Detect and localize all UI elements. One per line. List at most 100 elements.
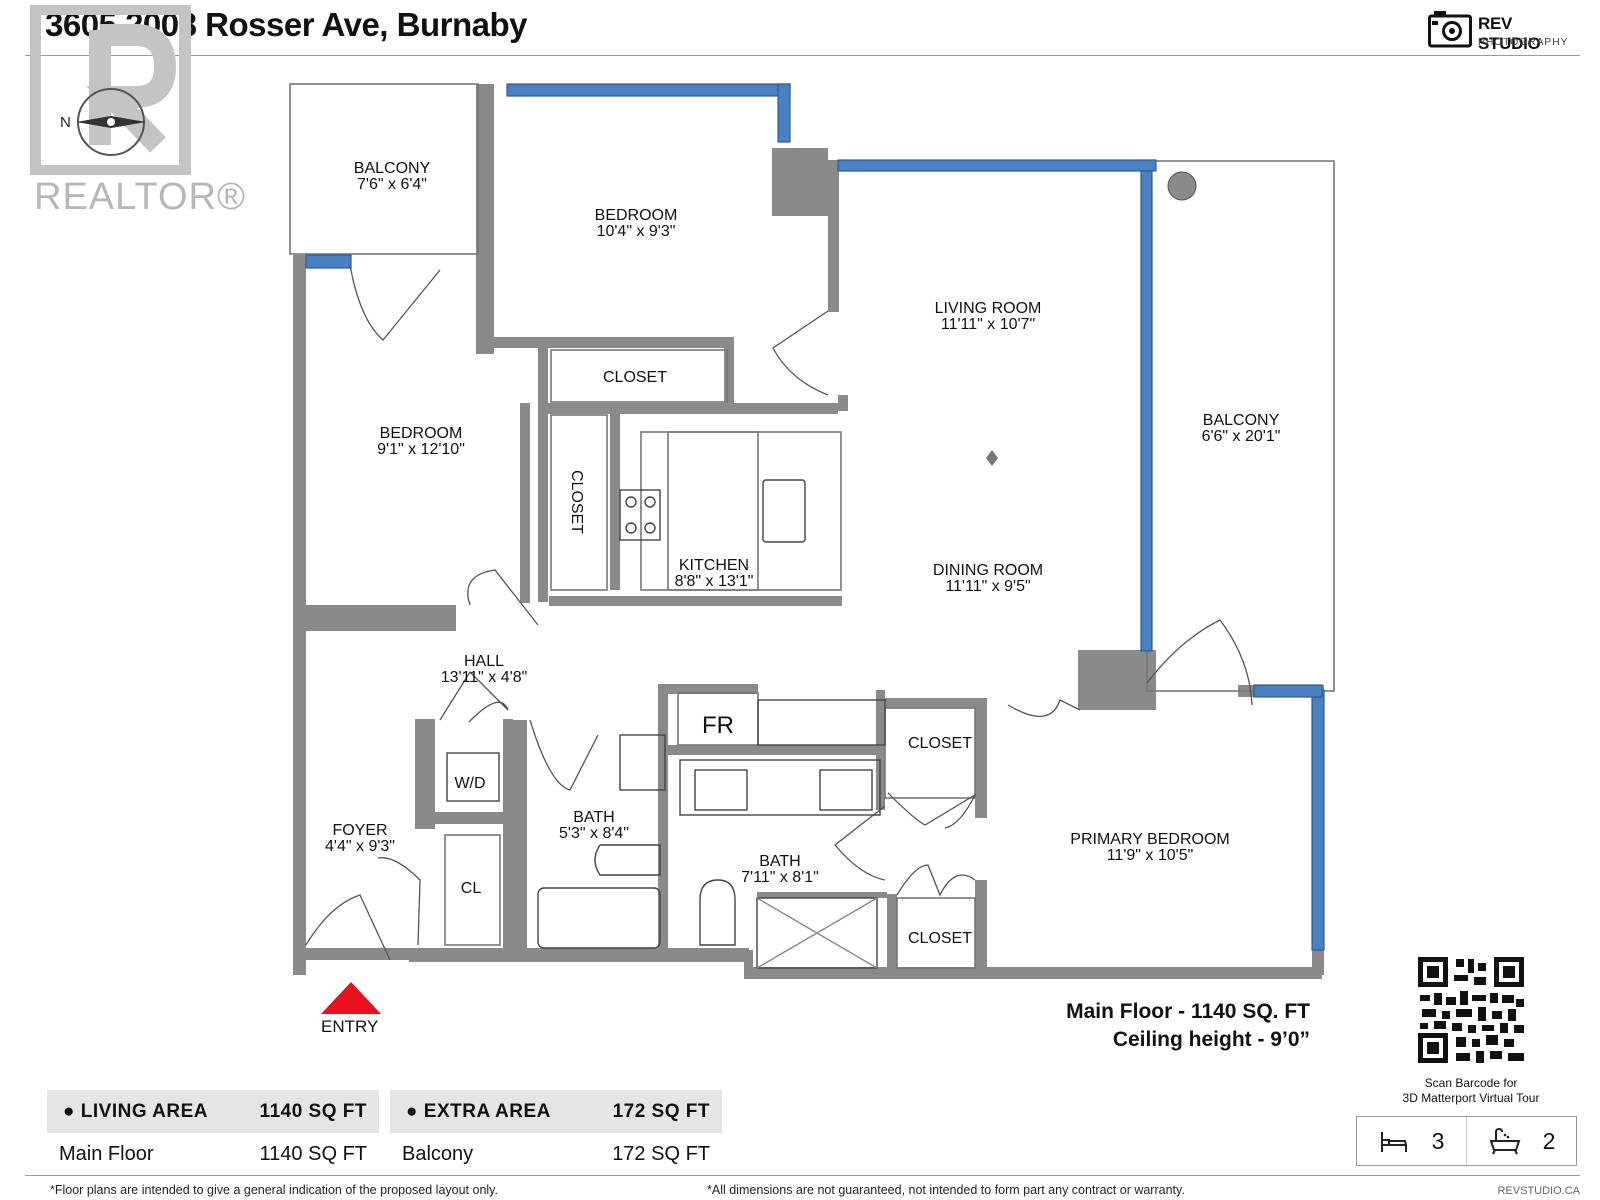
toilet-icon — [594, 844, 661, 876]
room-name: LIVING ROOM — [935, 300, 1042, 317]
living-area-total: 1140 SQ FT — [259, 1100, 367, 1122]
outline-walls — [289, 83, 1335, 969]
floor-area-line: Main Floor - 1140 SQ. FT — [1066, 1000, 1310, 1023]
bed-icon — [1380, 1132, 1407, 1152]
room-label-closet_pb2: CLOSET — [908, 930, 972, 947]
living-area-table: ● LIVING AREA 1140 SQ FT Main Floor 1140… — [47, 1090, 379, 1176]
room-name: BATH — [759, 853, 800, 870]
room-name: CL — [461, 880, 482, 897]
qr-code-icon — [1416, 955, 1526, 1065]
extra-area-label: EXTRA AREA — [423, 1100, 551, 1122]
room-name: CLOSET — [908, 735, 972, 752]
extra-area-label-wrap: ● EXTRA AREA — [406, 1100, 551, 1122]
extra-area-row-label: Balcony — [402, 1143, 474, 1165]
room-name: BALCONY — [1203, 412, 1280, 429]
bedroom-count-cell: 3 — [1357, 1117, 1466, 1165]
room-name: PRIMARY BEDROOM — [1070, 831, 1229, 848]
room-name: CLOSET — [603, 369, 667, 386]
qr-caption-line2: 3D Matterport Virtual Tour — [1402, 1091, 1540, 1105]
room-dims: 10'4" x 9'3" — [597, 223, 676, 240]
compass-north-letter: N — [60, 114, 71, 131]
brand-logo: REV STUDIO PHOTOGRAPHY — [1428, 10, 1578, 53]
stovetop-icon — [619, 489, 661, 541]
door-swings — [305, 264, 1253, 961]
room-name: DINING ROOM — [933, 562, 1043, 579]
brand-subtitle: PHOTOGRAPHY — [1478, 36, 1569, 48]
washer-dryer-icon — [446, 752, 500, 802]
brand-name: REV STUDIO — [1478, 14, 1541, 53]
living-area-row: Main Floor 1140 SQ FT — [47, 1133, 379, 1176]
bathtub-icon — [537, 887, 661, 949]
room-label-cl: CL — [461, 880, 482, 897]
room-dims: 7'6" x 6'4" — [357, 176, 427, 193]
realtor-text: REALTOR® — [34, 176, 246, 218]
fixtures — [446, 479, 886, 969]
room-name: W/D — [454, 775, 485, 792]
room-dims: 7'11" x 8'1" — [741, 869, 819, 886]
windows — [305, 83, 1325, 951]
header-divider — [25, 55, 1580, 56]
living-area-label-wrap: ● LIVING AREA — [63, 1100, 209, 1122]
room-dims: 11'9" x 10'5" — [1107, 847, 1194, 864]
ceiling-height-line: Ceiling height - 9’0” — [1112, 1028, 1310, 1051]
room-label-closet_vert: CLOSET — [568, 470, 585, 534]
bathtub-icon — [1489, 1127, 1520, 1155]
room-dims: 13'11" x 4'8" — [441, 669, 528, 686]
room-dims: 11'11" x 10'7" — [941, 316, 1035, 333]
room-name: HALL — [464, 653, 504, 670]
extra-area-total: 172 SQ FT — [612, 1100, 710, 1122]
room-label-closet_pb1: CLOSET — [908, 735, 972, 752]
living-area-row-value: 1140 SQ FT — [259, 1143, 367, 1165]
room-dims: 6'6" x 20'1" — [1202, 428, 1281, 445]
shower-icon — [756, 897, 878, 969]
extra-area-header: ● EXTRA AREA 172 SQ FT — [390, 1090, 722, 1133]
room-dims: 5'3" x 8'4" — [559, 825, 629, 842]
room-dims: 8'8" x 13'1" — [675, 573, 754, 590]
vanity-sink-left-icon — [694, 769, 748, 811]
compass-icon: N — [60, 88, 146, 156]
room-name: FOYER — [332, 822, 387, 839]
extra-area-row: Balcony 172 SQ FT — [390, 1133, 722, 1176]
room-name: BEDROOM — [380, 425, 463, 442]
website: REVSTUDIO.CA — [1497, 1185, 1580, 1197]
extra-area-table: ● EXTRA AREA 172 SQ FT Balcony 172 SQ FT — [390, 1090, 722, 1176]
bathroom-count-cell: 2 — [1466, 1117, 1576, 1165]
vanity-sink-right-icon — [819, 769, 873, 811]
room-label-closet_top: CLOSET — [603, 369, 667, 386]
room-name: BEDROOM — [595, 207, 678, 224]
room-counts: 3 2 — [1356, 1116, 1577, 1166]
room-name: CLOSET — [568, 470, 585, 534]
room-dims: 9'1" x 12'10" — [377, 441, 465, 458]
bath1-sink-icon — [619, 734, 666, 791]
footer-divider — [25, 1175, 1580, 1176]
kitchen-sink-icon — [762, 479, 806, 543]
column — [1167, 171, 1197, 201]
room-name: FR — [702, 712, 734, 739]
walls — [293, 84, 1324, 979]
living-area-row-label: Main Floor — [59, 1143, 154, 1165]
room-name: CLOSET — [908, 930, 972, 947]
entry-label: ENTRY — [321, 1017, 379, 1036]
living-area-header: ● LIVING AREA 1140 SQ FT — [47, 1090, 379, 1133]
room-label-fr: FR — [702, 712, 734, 739]
room-dims: 4'4" x 9'3" — [325, 838, 395, 855]
toilet2-icon — [699, 879, 736, 946]
camera-icon — [1428, 11, 1472, 48]
room-name: BALCONY — [354, 160, 431, 177]
qr-caption: Scan Barcode for 3D Matterport Virtual T… — [1360, 1076, 1582, 1106]
room-label-wd: W/D — [454, 775, 485, 792]
room-dims: 11'11" x 9'5" — [945, 578, 1030, 595]
extra-area-row-value: 172 SQ FT — [612, 1143, 710, 1165]
living-area-label: LIVING AREA — [80, 1100, 209, 1122]
